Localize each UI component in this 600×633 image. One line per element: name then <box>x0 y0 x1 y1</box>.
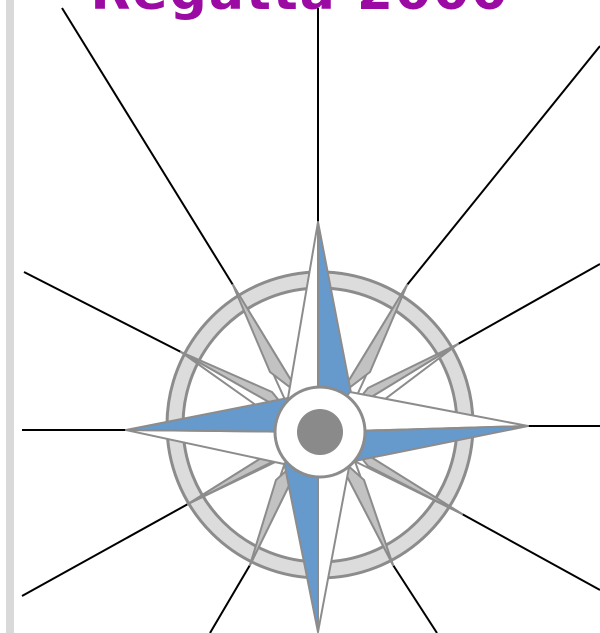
spoke <box>458 264 600 344</box>
spoke <box>393 565 437 633</box>
spoke <box>22 504 188 596</box>
spoke <box>407 46 600 285</box>
compass-hub-dot <box>297 409 343 455</box>
spoke <box>210 565 250 633</box>
spoke <box>24 272 181 352</box>
spoke <box>462 514 600 590</box>
spoke <box>62 8 233 285</box>
